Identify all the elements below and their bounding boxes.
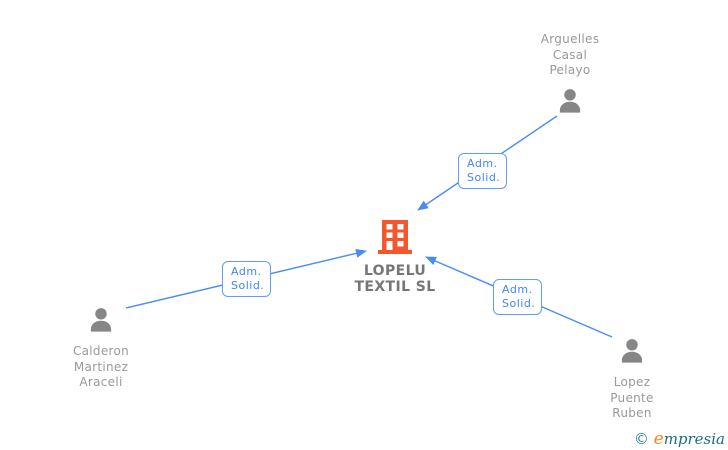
edge-label-line: Adm. [467,157,498,170]
company-node-lopelu-textil[interactable]: LOPELU TEXTIL SL [338,220,452,295]
edge-label-adm-solid-left: Adm. Solid. [222,261,272,297]
person-icon [554,86,586,122]
building-icon [376,220,414,260]
person-name: Lopez Puente Ruben [610,375,654,420]
person-node-arguelles[interactable]: Arguelles Casal Pelayo [515,32,625,122]
edge-label-adm-solid-right: Adm. Solid. [493,279,543,315]
brand-logo-first-letter: e [653,429,664,449]
edge-label-adm-solid-top: Adm. Solid. [458,153,508,189]
edge-label-line: Adm. [502,283,533,296]
edge-label-line: Solid. [231,279,265,292]
person-name: Arguelles Casal Pelayo [540,32,600,77]
edge-label-line: Solid. [502,297,536,310]
empresia-watermark: © empresia [634,430,725,448]
copyright-icon: © [633,430,649,448]
person-icon [616,336,648,372]
person-node-lopez[interactable]: Lopez Puente Ruben [577,336,687,422]
company-name: LOPELU TEXTIL SL [354,263,436,295]
person-name: Calderon Martinez Araceli [72,344,130,389]
edge-label-line: Solid. [467,171,501,184]
person-node-calderon[interactable]: Calderon Martinez Araceli [46,305,156,391]
edge-label-line: Adm. [231,265,262,278]
brand-logo-text: mpresia [663,430,725,448]
person-icon [85,305,117,341]
